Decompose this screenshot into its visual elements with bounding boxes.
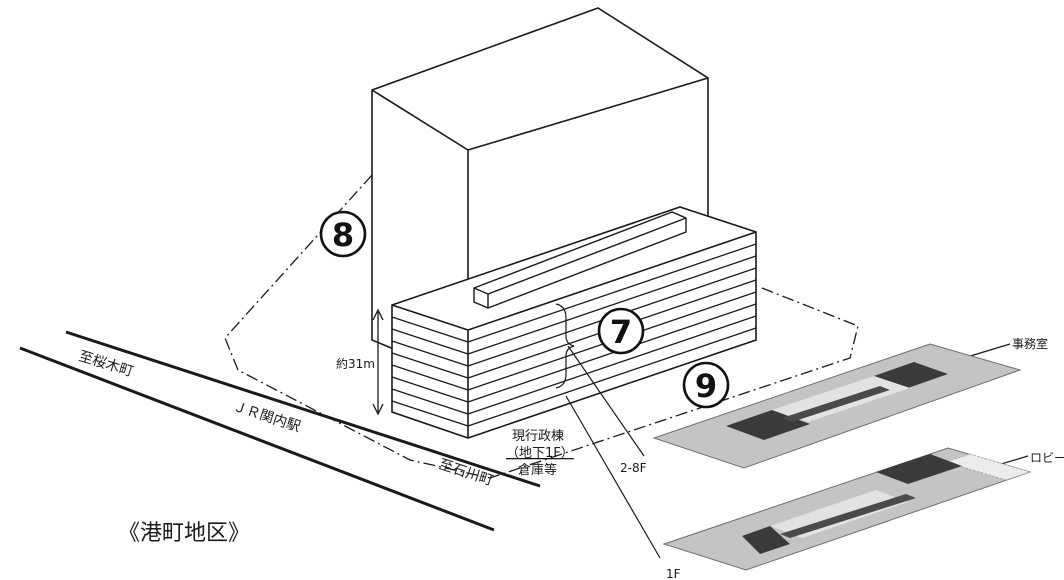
site-marker-9-number: 9 [695, 367, 717, 405]
current-building-line1: 現行政棟 [512, 429, 564, 444]
current-building-label: 現行政棟 （地下1F） 倉庫等 [506, 429, 574, 478]
low-building-7 [391, 206, 757, 439]
site-marker-7: 7 [597, 307, 645, 355]
height-label: 約31m [336, 356, 375, 371]
floor-plan-2-8f: 2-8F 事務室 [620, 336, 1048, 475]
current-building-line2: （地下1F） [506, 446, 574, 461]
height-dimension: 約31m [336, 308, 384, 416]
floor-lines [391, 243, 757, 427]
district-title: 《港町地区》 [118, 521, 250, 546]
office-label: 事務室 [1012, 336, 1048, 351]
lobby-label: ロビー [1030, 451, 1064, 465]
site-boundary [224, 174, 859, 479]
floor-plan-1f: 1F ロビー [662, 447, 1064, 580]
to-sakuragicho-label: 至桜木町 [77, 349, 135, 381]
floors-ground-label: 1F [666, 567, 681, 580]
current-building-line3: 倉庫等 [518, 462, 557, 478]
site-marker-8-number: 8 [332, 216, 354, 254]
site-marker-9: 9 [682, 361, 730, 409]
site-marker-8: 8 [319, 210, 367, 258]
floors-upper-label: 2-8F [620, 461, 647, 475]
site-marker-7-number: 7 [610, 313, 632, 351]
